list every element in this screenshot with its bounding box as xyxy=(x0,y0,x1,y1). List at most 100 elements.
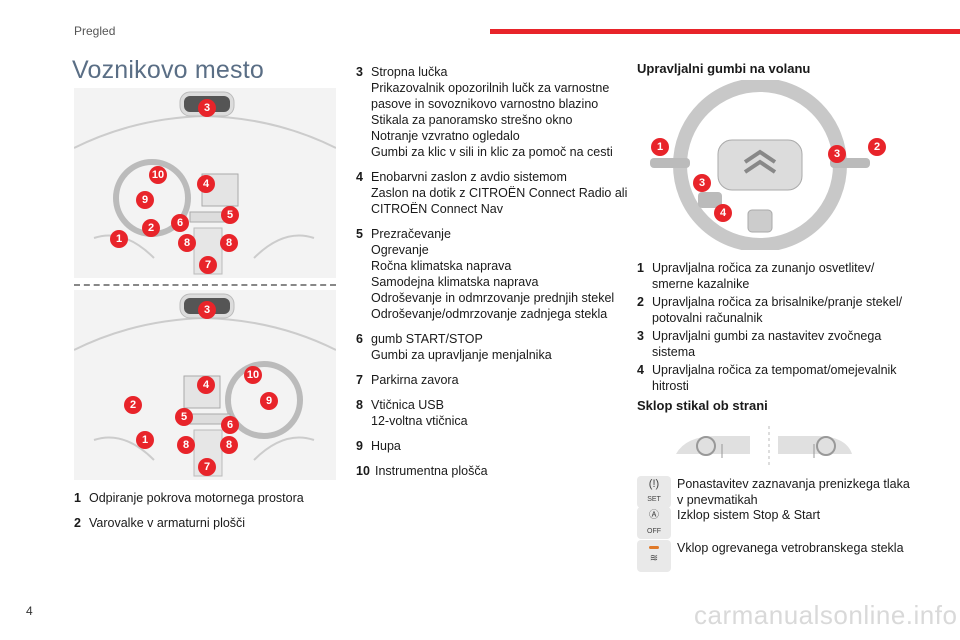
left-legend-list: 1 Odpiranje pokrova motornega prostora 2… xyxy=(74,490,304,540)
callout-marker: 4 xyxy=(197,376,215,394)
legend-text: Odpiranje pokrova motornega prostora xyxy=(89,491,304,505)
callout-marker: 2 xyxy=(124,396,142,414)
legend-text: Prezračevanje xyxy=(371,227,451,241)
switch-text: Izklop sistem Stop & Start xyxy=(677,508,821,522)
legend-item: 3 Stropna lučka Prikazovalnik opozorilni… xyxy=(356,64,627,160)
legend-item: 2 Upravljalna ročica za brisalnike/pranj… xyxy=(637,294,902,326)
callout-marker: 1 xyxy=(136,431,154,449)
legend-text: Odroševanje in odmrzovanje prednjih stek… xyxy=(371,291,615,305)
illustration-divider xyxy=(74,284,336,286)
legend-text: smerne kazalnike xyxy=(652,277,750,291)
legend-item: 10 Instrumentna plošča xyxy=(356,463,627,479)
callout-marker: 8 xyxy=(178,234,196,252)
legend-text: Upravljalni gumbi za nastavitev zvočnega xyxy=(652,329,882,343)
callout-marker: 2 xyxy=(868,138,886,156)
callout-marker: 8 xyxy=(220,436,238,454)
steering-wheel-illustration: 1 3 3 2 4 xyxy=(620,78,900,252)
heated-windscreen-icon[interactable]: ≋ xyxy=(637,540,671,572)
switch-text: v pnevmatikah xyxy=(677,493,758,507)
legend-item: 4 Enobarvni zaslon z avdio sistemom Zasl… xyxy=(356,169,627,217)
legend-item: 1 Upravljalna ročica za zunanjo osvetlit… xyxy=(637,260,902,292)
callout-marker: 5 xyxy=(221,206,239,224)
legend-text: Zaslon na dotik z CITROËN Connect Radio … xyxy=(371,186,628,200)
callout-marker: 5 xyxy=(175,408,193,426)
legend-item: 6 gumb START/STOP Gumbi za upravljanje m… xyxy=(356,331,627,363)
switch-item: Ⓐ OFF Izklop sistem Stop & Start xyxy=(637,507,820,539)
legend-number: 9 xyxy=(356,439,363,453)
legend-text: CITROËN Connect Nav xyxy=(371,202,503,216)
legend-item: 4 Upravljalna ročica za tempomat/omejeva… xyxy=(637,362,902,394)
legend-number: 10 xyxy=(356,464,370,478)
legend-text: Upravljalna ročica za tempomat/omejevaln… xyxy=(652,363,897,377)
legend-text: potovalni računalnik xyxy=(652,311,763,325)
legend-text: Instrumentna plošča xyxy=(375,464,488,478)
cockpit-rhd-drawing xyxy=(73,293,337,477)
switch-item: (!) SET Ponastavitev zaznavanja prenizke… xyxy=(637,476,910,508)
callout-marker: 10 xyxy=(244,366,262,384)
legend-number: 4 xyxy=(356,170,363,184)
callout-marker: 9 xyxy=(260,392,278,410)
page-number: 4 xyxy=(26,604,33,618)
legend-text: Parkirna zavora xyxy=(371,373,459,387)
legend-number: 8 xyxy=(356,398,363,412)
legend-text: Ogrevanje xyxy=(371,243,429,257)
legend-text: 12-voltna vtičnica xyxy=(371,414,468,428)
legend-text: Samodejna klimatska naprava xyxy=(371,275,539,289)
legend-text: Varovalke v armaturni plošči xyxy=(89,516,246,530)
icon-badge: OFF xyxy=(647,528,661,535)
legend-text: Enobarvni zaslon z avdio sistemom xyxy=(371,170,567,184)
callout-marker: 8 xyxy=(220,234,238,252)
callout-marker: 8 xyxy=(177,436,195,454)
wheel-legend-list: 1 Upravljalna ročica za zunanjo osvetlit… xyxy=(637,260,902,403)
callout-marker: 3 xyxy=(828,145,846,163)
legend-item: 8 Vtičnica USB 12-voltna vtičnica xyxy=(356,397,627,429)
wheel-section-title: Upravljalni gumbi na volanu xyxy=(637,61,811,76)
callout-marker: 3 xyxy=(198,99,216,117)
side-switch-drawing xyxy=(676,426,852,466)
legend-number: 2 xyxy=(74,516,81,530)
callout-marker: 1 xyxy=(110,230,128,248)
legend-number: 3 xyxy=(637,329,644,343)
legend-text: sistema xyxy=(652,345,696,359)
legend-number: 5 xyxy=(356,227,363,241)
tire-pressure-reset-icon[interactable]: (!) SET xyxy=(637,476,671,508)
legend-text: gumb START/STOP xyxy=(371,332,483,346)
cockpit-illustration-rhd: 3 10 4 9 2 5 6 1 8 8 7 xyxy=(73,290,337,480)
legend-item: 3 Upravljalni gumbi za nastavitev zvočne… xyxy=(637,328,902,360)
legend-item: 1 Odpiranje pokrova motornega prostora xyxy=(74,490,304,506)
switch-text: Ponastavitev zaznavanja prenizkega tlaka xyxy=(677,477,910,491)
steering-wheel-drawing xyxy=(650,78,870,252)
callout-marker: 1 xyxy=(651,138,669,156)
legend-number: 4 xyxy=(637,363,644,377)
legend-text: Odroševanje/odmrzovanje zadnjega stekla xyxy=(371,307,608,321)
legend-text: Prikazovalnik opozorilnih lučk za varnos… xyxy=(371,81,610,95)
side-switch-illustration xyxy=(676,426,852,466)
switch-text: Vklop ogrevanega vetrobranskega stekla xyxy=(677,541,904,555)
legend-item: 7 Parkirna zavora xyxy=(356,372,627,388)
legend-item: 5 Prezračevanje Ogrevanje Ročna klimatsk… xyxy=(356,226,627,322)
legend-text: Stropna lučka xyxy=(371,65,448,79)
legend-number: 3 xyxy=(356,65,363,79)
callout-marker: 6 xyxy=(221,416,239,434)
legend-text: Stikala za panoramsko strešno okno xyxy=(371,113,573,127)
callout-marker: 4 xyxy=(197,175,215,193)
legend-item: 2 Varovalke v armaturni plošči xyxy=(74,515,304,531)
legend-text: Vtičnica USB xyxy=(371,398,444,412)
legend-number: 6 xyxy=(356,332,363,346)
callout-marker: 10 xyxy=(149,166,167,184)
legend-text: Upravljalna ročica za zunanjo osvetlitev… xyxy=(652,261,875,275)
middle-legend-list: 3 Stropna lučka Prikazovalnik opozorilni… xyxy=(356,64,627,488)
legend-text: Ročna klimatska naprava xyxy=(371,259,512,273)
legend-text: hitrosti xyxy=(652,379,689,393)
legend-text: Gumbi za klic v sili in klic za pomoč na… xyxy=(371,145,613,159)
switch-item: ≋ Vklop ogrevanega vetrobranskega stekla xyxy=(637,540,904,572)
stop-start-off-icon[interactable]: Ⓐ OFF xyxy=(637,507,671,539)
callout-marker: 4 xyxy=(714,204,732,222)
legend-text: Hupa xyxy=(371,439,401,453)
callout-marker: 3 xyxy=(693,174,711,192)
callout-marker: 7 xyxy=(198,458,216,476)
switch-section-title: Sklop stikal ob strani xyxy=(637,398,768,413)
watermark: carmanualsonline.info xyxy=(694,600,958,630)
legend-item: 9 Hupa xyxy=(356,438,627,454)
callout-marker: 7 xyxy=(199,256,217,274)
